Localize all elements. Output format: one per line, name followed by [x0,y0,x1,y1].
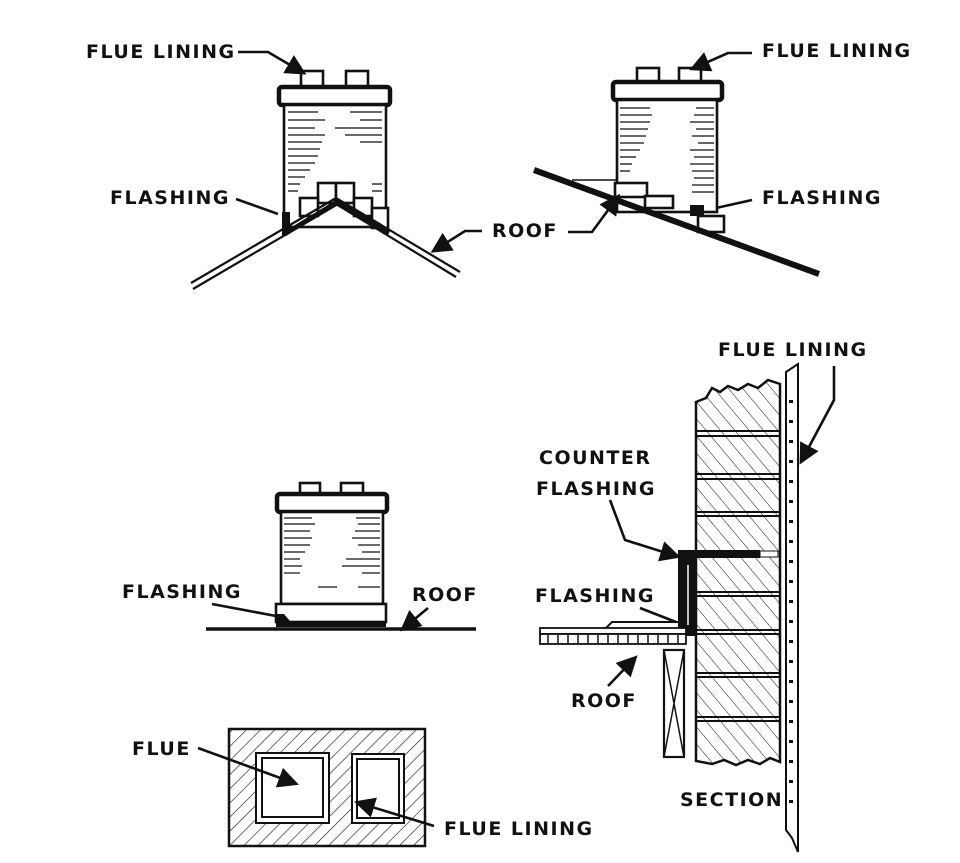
flue-opening [261,757,324,818]
brick-courses [284,517,380,588]
leader-line [639,606,677,624]
label-flue-lining: FLUE LINING [762,40,912,62]
chimney-body [279,510,385,606]
label-roof: ROOF [412,584,478,606]
brick-wall [694,378,782,767]
sloped-chimney-panel: FLUE LINING FLASHING [532,40,912,277]
mortar-gap [759,550,779,558]
label-flashing: FLASHING [122,581,242,603]
label-flue-lining: FLUE LINING [718,339,868,361]
brick-courses [288,111,382,192]
sloped-roof [532,167,821,277]
leader-line [238,50,307,75]
section-panel: FLUE LINING COUNTER FLASHING FLASHING RO… [535,339,868,853]
flue-tile [299,69,325,89]
flashing [282,200,340,236]
label-flue-lining: FLUE LINING [444,818,594,840]
brick-courses [620,107,714,193]
flashing [690,205,704,216]
leader-line [715,198,753,210]
chimney-cap [610,79,725,103]
leader-line [211,602,277,618]
leader-line [689,51,752,72]
leader-line [568,193,621,234]
mortar-joints [696,430,780,722]
label-counter: COUNTER [539,447,652,469]
chimney-cap [274,491,390,515]
label-flashing: FLASHING [535,585,655,607]
flat-chimney-panel: FLASHING ROOF [122,481,478,632]
step-brick [643,194,675,210]
leader-line [197,746,299,788]
roof-shingles [539,627,687,635]
flue-lining-texture [789,400,793,803]
leader-line [354,797,435,828]
plan-view-panel: FLUE FLUE LINING [132,727,594,848]
flue-tile [344,69,370,89]
leader-line [607,655,638,687]
label-roof: ROOF [571,690,637,712]
roof-ridge [190,197,461,290]
roof-sheathing [539,633,687,645]
label-roof: ROOF [492,220,558,242]
label-section: SECTION [680,789,783,811]
base-course [274,602,388,624]
leader-line [235,197,279,216]
label-flue: FLUE [132,738,191,760]
label-flue-lining: FLUE LINING [86,41,236,63]
label-counter-flashing: FLASHING [536,478,656,500]
chimney-cap [276,84,393,108]
counter-flashing-embed [696,550,760,558]
base-flashing [605,621,685,629]
step-brick [613,181,649,199]
label-flashing: FLASHING [762,187,882,209]
leader-line [430,229,482,253]
counter-flashing [678,550,696,636]
flue-lining-section [785,362,799,853]
label-flashing: FLASHING [110,187,230,209]
leader-line [400,607,429,632]
leader-line [608,499,681,562]
leader-line [799,366,836,465]
sheathing-texture [547,635,679,643]
rafter-cross [663,649,685,758]
ridge-chimney-panel: FLUE LINING FLASHING ROOF [86,41,558,290]
flashing [276,614,386,627]
